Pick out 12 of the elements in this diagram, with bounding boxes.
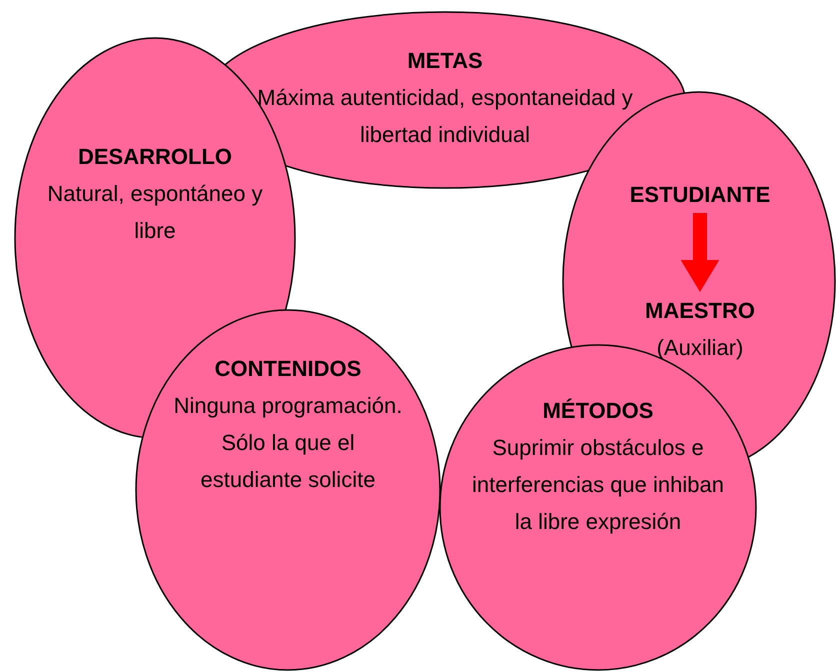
node-heading: CONTENIDOS [214,355,362,383]
node-heading: MÉTODOS [542,397,654,425]
node-text: Natural, espontáneo y libre [46,180,264,245]
node-heading: METAS [406,47,484,75]
node-text: Suprimir obstáculos e interferencias que inhiban la libre expresión [471,434,725,536]
node-text: Ninguna programación. Sólo la que el estudiante solicite [172,392,404,494]
node-heading: ESTUDIANTE [628,181,772,209]
node-heading: DESARROLLO [77,143,233,171]
arrow [680,213,720,292]
node-text: (Auxiliar) [656,334,744,362]
node-heading: MAESTRO [644,297,756,325]
node-text: Máxima autenticidad, espontaneidad y libertad individual [256,84,634,149]
